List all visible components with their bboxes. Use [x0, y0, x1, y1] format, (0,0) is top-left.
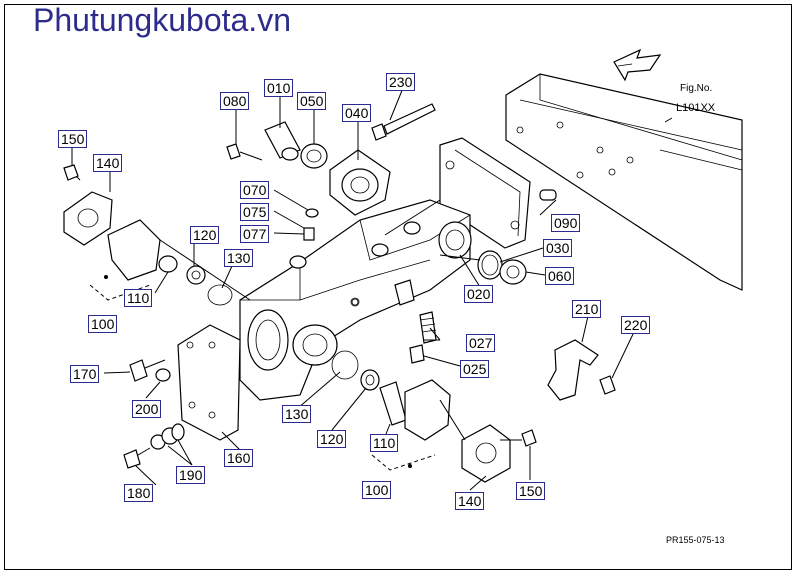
callout-110-left[interactable]: 110	[124, 289, 153, 307]
plug-200	[155, 368, 171, 382]
figure-number-label: Fig.No.	[680, 83, 713, 94]
left-flange-assembly	[63, 164, 233, 306]
callout-160[interactable]: 160	[224, 449, 254, 467]
callout-100-right[interactable]: 100	[362, 481, 392, 499]
washer-060	[499, 259, 527, 285]
ring-030	[477, 250, 503, 280]
callout-120-right[interactable]: 120	[317, 430, 347, 448]
callout-010[interactable]: 010	[264, 79, 294, 97]
callout-080[interactable]: 080	[220, 92, 250, 110]
callout-150-right[interactable]: 150	[516, 482, 546, 500]
callout-020[interactable]: 020	[464, 285, 494, 303]
callout-200[interactable]: 200	[132, 400, 162, 418]
spring-set-190	[150, 423, 185, 450]
callout-150-left[interactable]: 150	[58, 130, 88, 148]
direction-arrow-icon	[613, 48, 662, 82]
callout-230[interactable]: 230	[386, 73, 416, 91]
callout-050[interactable]: 050	[297, 92, 327, 110]
callout-040[interactable]: 040	[342, 104, 372, 122]
screw-080	[226, 143, 263, 161]
callout-090[interactable]: 090	[551, 214, 581, 232]
site-title: Phutungkubota.vn	[33, 2, 291, 38]
callout-170[interactable]: 170	[70, 365, 100, 383]
frame-rail	[505, 73, 743, 291]
seal-050	[300, 143, 328, 169]
bolt-180	[123, 447, 151, 469]
callout-027[interactable]: 027	[466, 334, 496, 352]
callout-025[interactable]: 025	[460, 360, 490, 378]
callout-100-left[interactable]: 100	[88, 315, 118, 333]
bushing-010	[264, 121, 301, 161]
leader-lines	[71, 87, 635, 491]
callout-120-left[interactable]: 120	[190, 226, 220, 244]
diagram-frame	[4, 4, 792, 570]
callout-130-right[interactable]: 130	[282, 405, 312, 423]
drawing-code: PR155-075-13	[666, 535, 725, 545]
bolt-230	[371, 103, 436, 141]
cover-plate	[177, 324, 241, 441]
callout-220[interactable]: 220	[621, 316, 651, 334]
callout-110-right[interactable]: 110	[370, 434, 399, 452]
callout-210[interactable]: 210	[572, 300, 602, 318]
callout-075[interactable]: 075	[240, 203, 270, 221]
main-housing	[239, 199, 472, 401]
callout-140-right[interactable]: 140	[455, 492, 485, 510]
callout-190[interactable]: 190	[176, 466, 206, 484]
figure-number-code: L101XX	[676, 102, 716, 114]
flange-040	[329, 149, 391, 216]
callout-140-left[interactable]: 140	[93, 154, 123, 172]
callout-077[interactable]: 077	[240, 225, 270, 243]
callout-070[interactable]: 070	[240, 181, 270, 199]
callout-130-left[interactable]: 130	[224, 249, 254, 267]
callout-180[interactable]: 180	[124, 484, 154, 502]
right-flange-assembly	[331, 350, 537, 483]
bracket-210	[547, 339, 616, 401]
callout-030[interactable]: 030	[543, 239, 573, 257]
fitting-070-077	[303, 208, 319, 241]
bolt-170	[129, 359, 166, 382]
callout-060[interactable]: 060	[545, 267, 575, 285]
